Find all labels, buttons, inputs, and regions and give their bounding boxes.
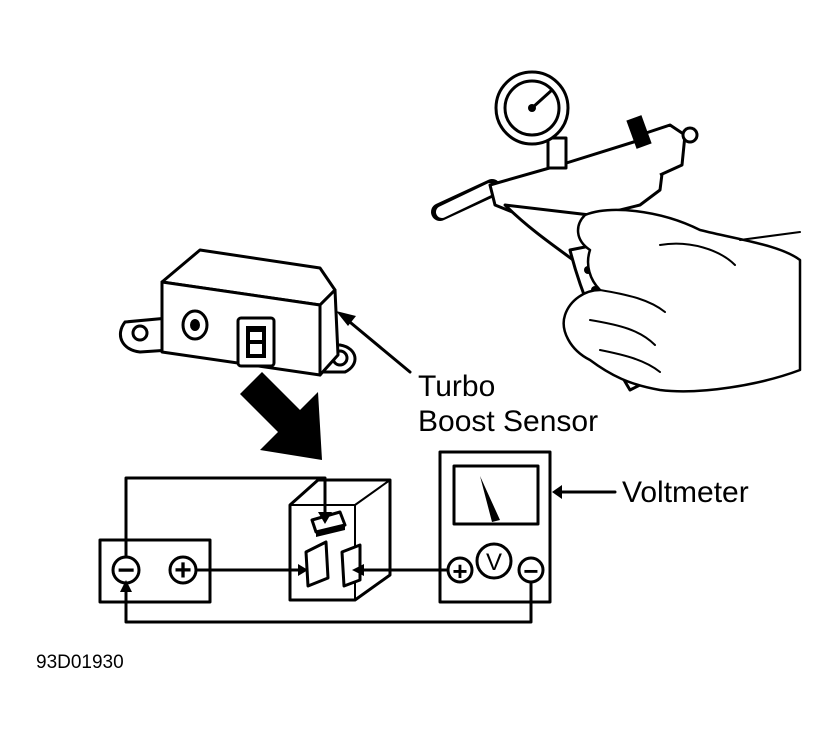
voltmeter-label: Voltmeter	[622, 476, 749, 509]
meter-positive-symbol: +	[452, 556, 467, 586]
detail-arrow-icon	[240, 372, 322, 460]
meter-v-symbol: V	[486, 549, 502, 576]
sensor-pointer-arrow	[336, 311, 412, 374]
voltmeter	[438, 450, 552, 604]
sensor-label-line2: Boost Sensor	[418, 405, 598, 438]
figure-code: 93D01930	[36, 652, 124, 673]
hand-illustration	[562, 208, 802, 393]
battery-negative-symbol: −	[117, 554, 135, 587]
sensor-connector-icon	[236, 316, 276, 368]
meter-negative-symbol: −	[523, 556, 538, 586]
sensor-label-line1: Turbo	[418, 370, 495, 403]
wiring-diagram	[98, 450, 617, 624]
vacuum-hose	[46, 179, 501, 373]
turbo-boost-sensor	[119, 248, 357, 377]
connector-terminal-block	[288, 478, 392, 602]
pressure-gauge-icon	[494, 70, 570, 146]
battery-positive-symbol: +	[174, 554, 192, 587]
